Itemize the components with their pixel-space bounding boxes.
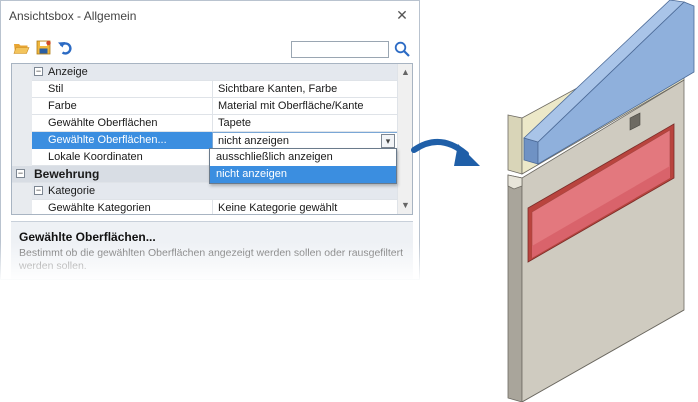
search-icon[interactable] [393,40,411,58]
category-row[interactable]: − Kategorie [12,183,398,200]
chevron-up-icon[interactable]: ▲ [401,67,410,77]
property-row[interactable]: Gewählte Oberflächen Tapete [12,115,398,132]
property-row[interactable]: Stil Sichtbare Kanten, Farbe [12,81,398,98]
property-value[interactable]: Sichtbare Kanten, Farbe [212,81,398,98]
description-title: Gewählte Oberflächen... [19,230,156,244]
property-grid: − Anzeige Stil Sichtbare Kanten, Farbe F… [11,63,413,215]
close-icon[interactable]: ✕ [396,7,408,23]
search-input[interactable] [291,41,389,58]
vertical-scrollbar[interactable]: ▲ ▼ [397,64,412,214]
toolbar [1,35,419,61]
row-gutter [12,81,32,98]
row-gutter [12,115,32,132]
property-name: Stil [48,83,64,95]
row-gutter [12,149,32,166]
description-text: Bestimmt ob die gewählten Oberflächen an… [19,247,404,272]
save-icon[interactable] [35,39,53,57]
property-name: Lokale Koordinaten [48,151,143,163]
property-name: Gewählte Oberflächen [48,117,158,129]
chevron-down-icon[interactable]: ▼ [401,200,410,210]
folder-open-icon[interactable] [13,39,31,57]
row-gutter [12,64,32,81]
property-name: Gewählte Kategorien [48,202,151,214]
row-gutter [12,200,32,214]
collapse-icon[interactable]: − [34,66,43,76]
chevron-down-icon[interactable]: ▾ [381,134,395,148]
select-value: nicht anzeigen [218,135,289,147]
undo-icon[interactable] [57,39,75,57]
dropdown-option[interactable]: ausschließlich anzeigen [216,151,333,163]
collapse-icon[interactable]: − [34,185,43,195]
dropdown-list: ausschließlich anzeigen nicht anzeigen [209,148,397,184]
property-value[interactable]: Keine Kategorie gewählt [212,200,398,214]
property-value-select[interactable]: nicht anzeigen ▾ [212,132,398,149]
property-name: Gewählte Oberflächen... [32,132,212,149]
property-row[interactable]: Lokale Koordinaten [12,149,398,166]
dropdown-option-active[interactable]: nicht anzeigen [210,166,396,183]
property-value[interactable]: Tapete [212,115,398,132]
property-row-selected[interactable]: Gewählte Oberflächen... nicht anzeigen ▾ [12,132,398,149]
category-label: Anzeige [48,66,88,78]
window-title: Ansichtsbox - Allgemein [9,9,137,23]
description-panel: Gewählte Oberflächen... Bestimmt ob die … [11,221,413,279]
row-gutter [12,132,32,149]
property-row[interactable]: Gewählte Kategorien Keine Kategorie gewä… [12,200,398,214]
property-value[interactable]: Material mit Oberfläche/Kante [212,98,398,115]
properties-dialog: Ansichtsbox - Allgemein ✕ − Anzeige Stil… [0,0,420,280]
collapse-icon[interactable]: − [16,168,25,178]
wall-model-illustration [507,0,695,402]
category-label: Kategorie [48,185,96,197]
property-row[interactable]: Farbe Material mit Oberfläche/Kante [12,98,398,115]
category-label: Bewehrung [34,167,100,181]
arrow-icon [411,139,480,166]
title-bar: Ansichtsbox - Allgemein ✕ [1,1,419,31]
property-name: Farbe [48,100,77,112]
row-gutter [12,183,32,200]
category-row[interactable]: − Anzeige [12,64,398,81]
row-gutter [12,98,32,115]
